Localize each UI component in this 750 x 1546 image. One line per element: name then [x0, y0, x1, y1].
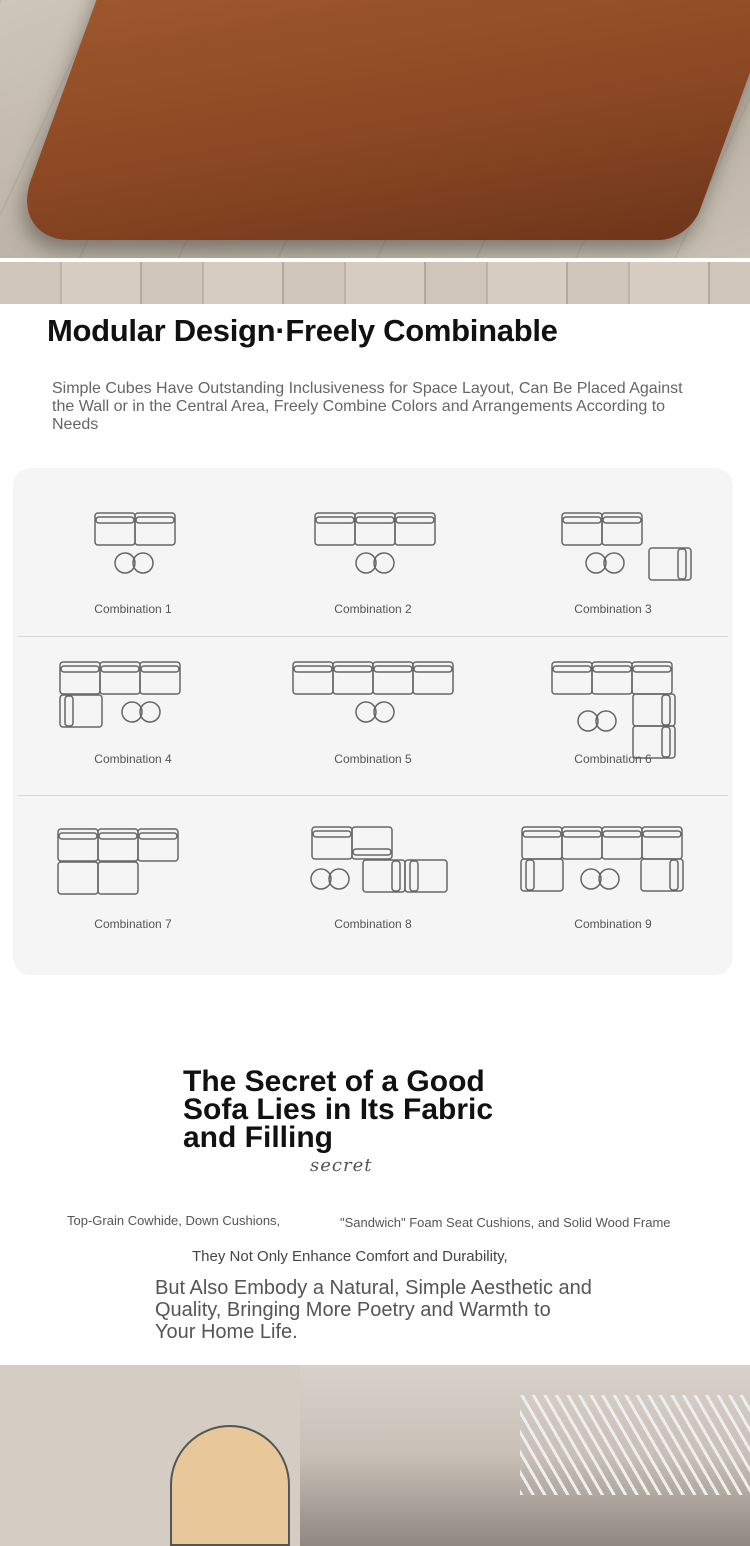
sofa-layout-diagram	[59, 661, 181, 728]
combination-row: Combination 7 Combination 8 Combination 9	[13, 795, 733, 975]
row-divider	[18, 636, 728, 637]
sofa-layout-diagram	[551, 661, 676, 759]
combination-9: Combination 9	[493, 795, 733, 975]
combination-7: Combination 7	[13, 795, 253, 975]
combination-4: Combination 4	[13, 636, 253, 795]
sofa-layout-diagram	[310, 826, 448, 893]
combination-label: Combination 9	[574, 917, 652, 931]
combination-3: Combination 3	[493, 468, 733, 636]
signature: secret	[310, 1155, 373, 1176]
combination-1: Combination 1	[13, 468, 253, 636]
wood-floor-strip	[0, 262, 750, 304]
combination-label: Combination 3	[574, 602, 652, 616]
combination-row: Combination 1 Combination 2 Combination 3	[13, 468, 733, 636]
materials-text-1: Top-Grain Cowhide, Down Cushions,	[67, 1213, 281, 1228]
comfort-text: They Not Only Enhance Comfort and Durabi…	[192, 1248, 508, 1265]
sofa-layout-diagram	[292, 661, 454, 723]
leather-sofa-image	[9, 0, 750, 240]
sofa-photo	[0, 0, 750, 258]
materials-text-2: "Sandwich" Foam Seat Cushions, and Solid…	[340, 1215, 671, 1230]
aesthetic-text: But Also Embody a Natural, Simple Aesthe…	[155, 1277, 592, 1343]
combination-label: Combination 5	[334, 752, 412, 766]
section-intro: Simple Cubes Have Outstanding Inclusiven…	[52, 380, 683, 433]
combination-row: Combination 4 Combination 5 Combination 6	[13, 636, 733, 795]
combination-label: Combination 1	[94, 602, 172, 616]
combination-label: Combination 2	[334, 602, 412, 616]
combination-8: Combination 8	[253, 795, 493, 975]
chair-image	[520, 1395, 750, 1495]
combination-label: Combination 7	[94, 917, 172, 931]
combination-label: Combination 8	[334, 917, 412, 931]
sofa-layout-diagram	[520, 826, 684, 892]
combination-2: Combination 2	[253, 468, 493, 636]
sofa-layout-diagram	[57, 828, 179, 895]
secret-title: The Secret of a Good Sofa Lies in Its Fa…	[183, 1065, 494, 1154]
sofa-layout-diagram	[561, 512, 692, 581]
combination-label: Combination 4	[94, 752, 172, 766]
combination-5: Combination 5	[253, 636, 493, 795]
section-title: Modular Design·Freely Combinable	[47, 313, 558, 348]
combination-label: Combination 6	[574, 752, 652, 766]
living-room-photo	[0, 1365, 750, 1546]
combination-6: Combination 6	[493, 636, 733, 795]
row-divider	[18, 795, 728, 796]
sofa-layout-diagram	[94, 512, 176, 574]
cartoon-mascot	[170, 1425, 290, 1546]
sofa-layout-diagram	[314, 512, 436, 574]
